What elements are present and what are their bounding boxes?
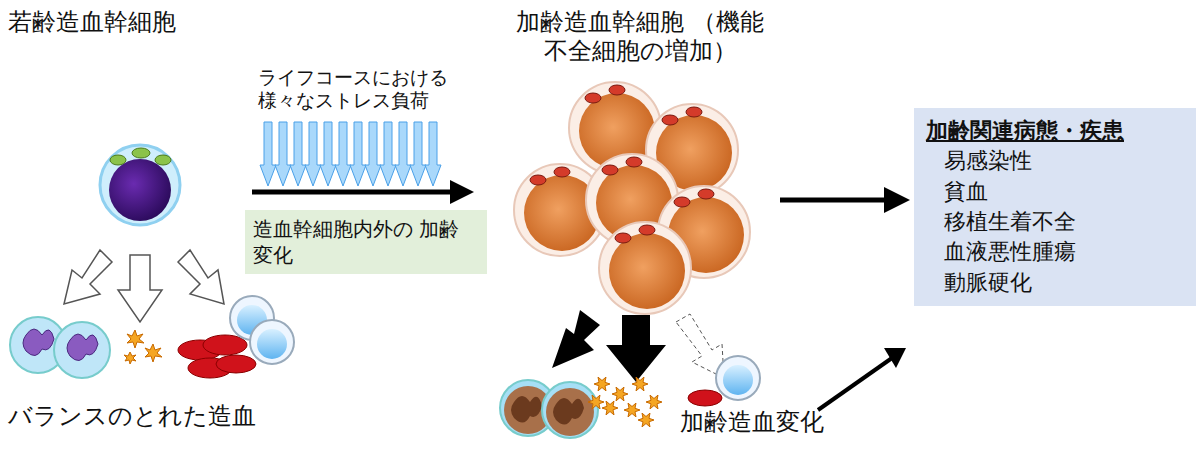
stress-arrow (350, 122, 366, 186)
change-box: 造血幹細胞内外の 加齢変化 (245, 210, 487, 274)
aged-hsc-label: 加齢造血幹細胞 （機能不全細胞の増加） (505, 8, 775, 66)
change-arrowhead (884, 348, 906, 368)
disease-item: 移植生着不全 (926, 207, 1184, 237)
aged-differentiation-arrows (552, 310, 724, 382)
stress-arrow (320, 122, 336, 186)
disease-heading: 加齢関連病態・疾患 (926, 116, 1184, 146)
stress-arrows (260, 122, 441, 186)
stress-arrow (380, 122, 396, 186)
change-text: 造血幹細胞内外の 加齢変化 (253, 216, 479, 268)
stress-arrow (365, 122, 381, 186)
young-hsc (100, 145, 180, 225)
disease-item: 動脈硬化 (926, 268, 1184, 298)
aged-hsc-cluster (514, 82, 750, 314)
disease-item: 貧血 (926, 177, 1184, 207)
main-arrowhead (450, 180, 474, 204)
balanced-label: バランスのとれた造血 (8, 402, 328, 431)
disease-arrow (780, 198, 885, 203)
stress-arrow (290, 122, 306, 186)
change-arrow (818, 358, 892, 410)
stress-arrow (335, 122, 351, 186)
stress-arrow (395, 122, 411, 186)
disease-arrowhead (884, 187, 910, 213)
stress-arrow (410, 122, 426, 186)
young-hsc-label: 若齢造血幹細胞 (8, 8, 268, 37)
differentiation-arrows (64, 250, 224, 322)
disease-item: 血液悪性腫瘍 (926, 237, 1184, 267)
main-arrow (252, 190, 452, 195)
stress-label: ライフコースにおける 様々なストレス負荷 (258, 66, 468, 112)
disease-item: 易感染性 (926, 146, 1184, 176)
young-blood-cells (10, 296, 294, 378)
aged-change-label: 加齢造血変化 (680, 408, 880, 437)
stress-arrow (425, 122, 441, 186)
disease-box: 加齢関連病態・疾患易感染性貧血移植生着不全血液悪性腫瘍動脈硬化 (914, 108, 1196, 306)
stress-arrow (260, 122, 276, 186)
stress-arrow (305, 122, 321, 186)
stress-arrow (275, 122, 291, 186)
